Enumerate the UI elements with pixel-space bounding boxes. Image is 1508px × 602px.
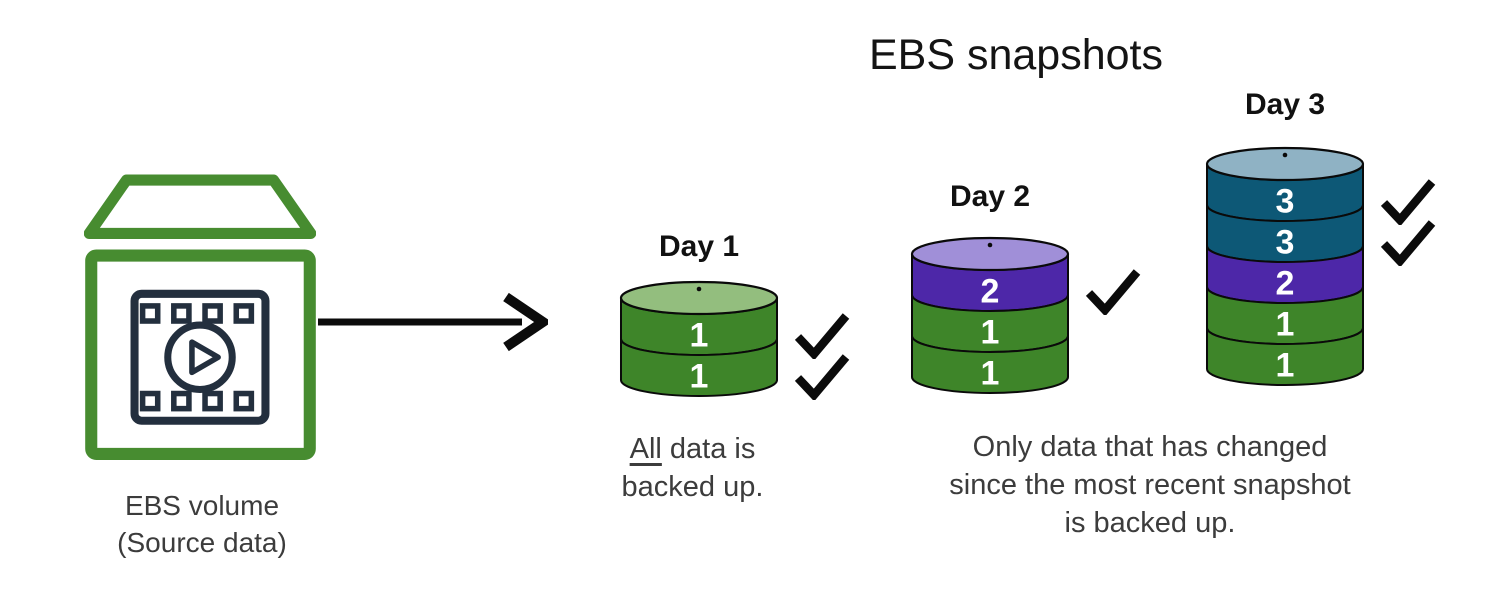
caption-day1-line2: backed up. xyxy=(621,471,764,503)
band-number: 1 xyxy=(1276,306,1295,344)
cylinder-top-dot xyxy=(1282,152,1288,158)
film-perforation-icon xyxy=(139,390,161,412)
checkmark-icon xyxy=(1380,178,1436,225)
diagram-title: EBS snapshots xyxy=(868,31,1163,79)
cylinder-top-dot xyxy=(987,242,993,248)
cylinder-top-dot xyxy=(696,286,702,292)
play-triangle-icon xyxy=(189,339,221,376)
day-3-label: Day 3 xyxy=(1244,88,1326,121)
snapshot-band xyxy=(911,335,1069,394)
band-number: 1 xyxy=(1276,347,1295,385)
band-number: 3 xyxy=(1276,224,1295,262)
band-number: 2 xyxy=(1276,265,1295,303)
play-circle-icon xyxy=(164,321,236,394)
film-perforation-icon xyxy=(139,303,161,324)
checkmark-icon xyxy=(794,312,850,359)
caption-full-backup: All data is backed up. xyxy=(580,430,805,506)
film-perforation-icon xyxy=(233,303,255,324)
caption-day1-rest: data is xyxy=(661,433,756,465)
day-2-label: Day 2 xyxy=(949,180,1031,213)
caption-underlined-word: All xyxy=(629,433,662,465)
film-perforation-icon xyxy=(233,390,255,412)
volume-label-line1: EBS volume xyxy=(124,490,280,521)
cylinder-day-2-icon: 211 xyxy=(910,236,1070,394)
volume-lid-icon xyxy=(84,174,316,239)
snapshot-band xyxy=(1206,327,1364,386)
day-1-label: Day 1 xyxy=(658,230,740,263)
checkmark-icon xyxy=(794,353,850,400)
film-perforation-icon xyxy=(202,303,223,324)
flow-arrow-icon xyxy=(318,292,548,352)
caption-incremental-backup: Only data that has changed since the mos… xyxy=(930,428,1370,542)
band-number: 2 xyxy=(981,273,1000,311)
volume-label: EBS volume (Source data) xyxy=(52,487,352,561)
band-number: 1 xyxy=(690,358,709,396)
film-perforation-icon xyxy=(202,390,223,412)
cylinder-top xyxy=(910,236,1070,272)
cylinder-top xyxy=(619,280,779,316)
film-perforation-icon xyxy=(171,390,192,412)
film-frame-icon xyxy=(130,289,270,425)
caption-incremental-line2: since the most recent snapshot xyxy=(949,469,1351,501)
snapshot-band xyxy=(620,338,778,397)
film-perforation-icon xyxy=(171,303,192,324)
band-number: 1 xyxy=(981,314,1000,352)
volume-label-line2: (Source data) xyxy=(117,527,287,558)
caption-incremental-line3: is backed up. xyxy=(1064,507,1236,539)
band-number: 3 xyxy=(1276,183,1295,221)
volume-box-icon xyxy=(85,249,316,460)
ebs-volume-icon xyxy=(84,174,316,460)
checkmark-icon xyxy=(1085,268,1141,315)
caption-incremental-line1: Only data that has changed xyxy=(972,431,1328,463)
cylinder-top xyxy=(1205,146,1365,182)
checkmark-icon xyxy=(1380,219,1436,266)
band-number: 1 xyxy=(690,317,709,355)
band-number: 1 xyxy=(981,355,1000,393)
cylinder-day-1-icon: 11 xyxy=(619,280,779,397)
